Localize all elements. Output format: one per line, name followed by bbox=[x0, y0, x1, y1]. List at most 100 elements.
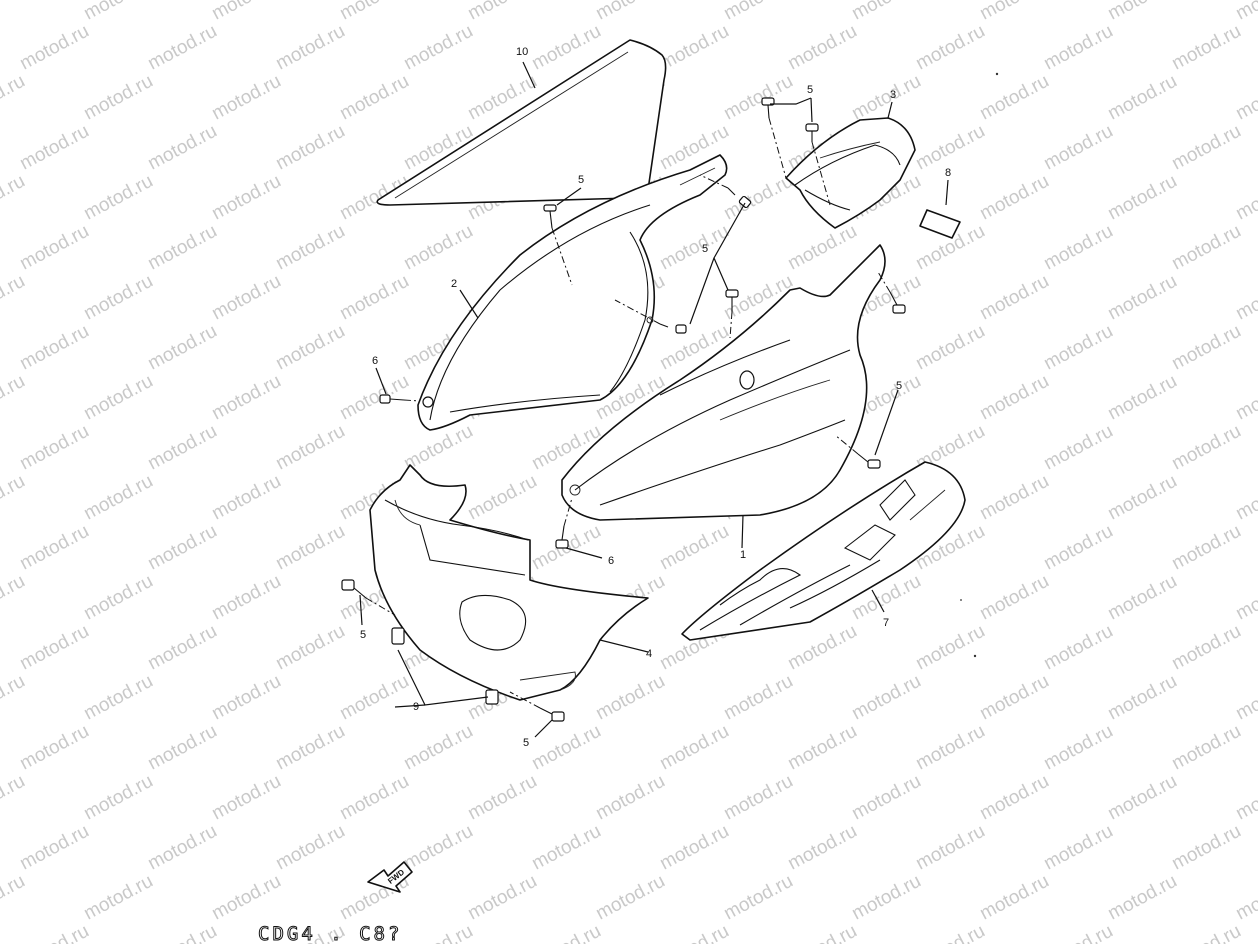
watermark-text: motod.ru bbox=[336, 71, 412, 125]
watermark-text: motod.ru bbox=[1040, 321, 1116, 375]
watermark-text: motod.ru bbox=[80, 571, 156, 625]
watermark-text: motod.ru bbox=[656, 921, 732, 944]
watermark-text: motod.ru bbox=[272, 421, 348, 475]
watermark-text: motod.ru bbox=[976, 671, 1052, 725]
watermark-text: motod.ru bbox=[976, 371, 1052, 425]
watermark-text: motod.ru bbox=[1104, 271, 1180, 325]
watermark-text: motod.ru bbox=[592, 771, 668, 825]
watermark-text: motod.ru bbox=[16, 21, 92, 75]
watermark-text: motod.ru bbox=[80, 271, 156, 325]
watermark-text: motod.ru bbox=[784, 921, 860, 944]
watermark-text: motod.ru bbox=[720, 671, 796, 725]
watermark-text: motod.ru bbox=[272, 321, 348, 375]
watermark-text: motod.ru bbox=[656, 21, 732, 75]
watermark-text: motod.ru bbox=[80, 871, 156, 925]
watermark-text: motod.ru bbox=[1168, 721, 1244, 775]
callout-5-middle: 5 bbox=[702, 243, 708, 255]
watermark-text: motod.ru bbox=[976, 0, 1052, 24]
callout-5-lower-left: 5 bbox=[360, 629, 366, 641]
watermark-text: motod.ru bbox=[848, 771, 924, 825]
watermark-text: motod.ru bbox=[0, 271, 29, 325]
watermark-text: motod.ru bbox=[336, 0, 412, 24]
watermark-text: motod.ru bbox=[1168, 121, 1244, 175]
callout-9: 9 bbox=[413, 701, 419, 713]
watermark-text: motod.ru bbox=[0, 371, 29, 425]
part-10-panel[interactable] bbox=[376, 39, 667, 206]
watermark-text: motod.ru bbox=[80, 671, 156, 725]
watermark-text: motod.ru bbox=[16, 821, 92, 875]
watermark-text: motod.ru bbox=[1168, 621, 1244, 675]
watermark-text: motod.ru bbox=[784, 821, 860, 875]
screw-10 bbox=[379, 394, 405, 404]
part-2-side-cover[interactable] bbox=[417, 154, 728, 431]
watermark-text: motod.ru bbox=[848, 871, 924, 925]
watermark-text: motod.ru bbox=[208, 271, 284, 325]
watermark-text: motod.ru bbox=[272, 21, 348, 75]
scan-specks bbox=[960, 72, 999, 658]
callout-1: 1 bbox=[740, 549, 746, 561]
watermark-text: motod.ru bbox=[208, 471, 284, 525]
watermark-text: motod.ru bbox=[1040, 521, 1116, 575]
callout-7: 7 bbox=[883, 617, 889, 629]
watermark-text: motod.ru bbox=[592, 871, 668, 925]
watermark-text: motod.ru bbox=[336, 771, 412, 825]
screw-3 bbox=[761, 97, 775, 119]
watermark-text: motod.ru bbox=[80, 171, 156, 225]
screw-5 bbox=[725, 289, 739, 312]
watermark-text: motod.ru bbox=[1232, 871, 1258, 925]
screw-set bbox=[341, 97, 906, 722]
watermark-text: motod.ru bbox=[144, 421, 220, 475]
leader-lines bbox=[359, 61, 949, 738]
watermark-text: motod.ru bbox=[1168, 521, 1244, 575]
watermark-text: motod.ru bbox=[16, 121, 92, 175]
watermark-text: motod.ru bbox=[848, 671, 924, 725]
watermark-text: motod.ru bbox=[272, 221, 348, 275]
watermark-text: motod.ru bbox=[976, 271, 1052, 325]
watermark-text: motod.ru bbox=[1232, 271, 1258, 325]
watermark-text: motod.ru bbox=[144, 121, 220, 175]
watermark-text: motod.ru bbox=[592, 0, 668, 24]
watermark-text: motod.ru bbox=[0, 771, 29, 825]
watermark-text: motod.ru bbox=[912, 621, 988, 675]
watermark-text: motod.ru bbox=[1168, 421, 1244, 475]
watermark-text: motod.ru bbox=[528, 821, 604, 875]
part-7-decal[interactable] bbox=[681, 461, 966, 641]
part-3-tail-cover[interactable] bbox=[785, 117, 916, 229]
watermark-text: motod.ru bbox=[400, 921, 476, 944]
watermark-text: motod.ru bbox=[784, 621, 860, 675]
screw-7 bbox=[889, 291, 906, 314]
part-4-lower-fairing[interactable] bbox=[369, 464, 649, 705]
watermark-text: motod.ru bbox=[528, 921, 604, 944]
watermark-text: motod.ru bbox=[144, 521, 220, 575]
watermark-text: motod.ru bbox=[16, 221, 92, 275]
screw-4 bbox=[805, 123, 819, 142]
watermark-text: motod.ru bbox=[1104, 771, 1180, 825]
watermark-text: motod.ru bbox=[1040, 21, 1116, 75]
watermark-text: motod.ru bbox=[464, 471, 540, 525]
watermark-text: motod.ru bbox=[656, 521, 732, 575]
watermark-text: motod.ru bbox=[1040, 921, 1116, 944]
callout-3: 3 bbox=[890, 89, 896, 101]
part-8-label[interactable] bbox=[919, 209, 961, 239]
watermark-text: motod.ru bbox=[0, 171, 29, 225]
watermark-text: motod.ru bbox=[1232, 471, 1258, 525]
watermark-text: motod.ru bbox=[144, 821, 220, 875]
screw-6 bbox=[659, 323, 687, 334]
watermark-text: motod.ru bbox=[80, 471, 156, 525]
watermark-text: motod.ru bbox=[912, 21, 988, 75]
watermark-text: motod.ru bbox=[1232, 371, 1258, 425]
watermark-text: motod.ru bbox=[592, 671, 668, 725]
watermark-text: motod.ru bbox=[656, 221, 732, 275]
part-1-main-side-panel[interactable] bbox=[561, 244, 886, 521]
watermark-text: motod.ru bbox=[80, 371, 156, 425]
watermark-text: motod.ru bbox=[464, 871, 540, 925]
watermark-text: motod.ru bbox=[272, 721, 348, 775]
watermark-text: motod.ru bbox=[1232, 771, 1258, 825]
callout-2: 2 bbox=[451, 278, 457, 290]
watermark-text: motod.ru bbox=[144, 221, 220, 275]
watermark-text: motod.ru bbox=[1040, 421, 1116, 475]
watermark-text: motod.ru bbox=[784, 721, 860, 775]
watermark-text: motod.ru bbox=[336, 271, 412, 325]
screw-8 bbox=[857, 453, 881, 469]
screw-12 bbox=[539, 707, 565, 722]
